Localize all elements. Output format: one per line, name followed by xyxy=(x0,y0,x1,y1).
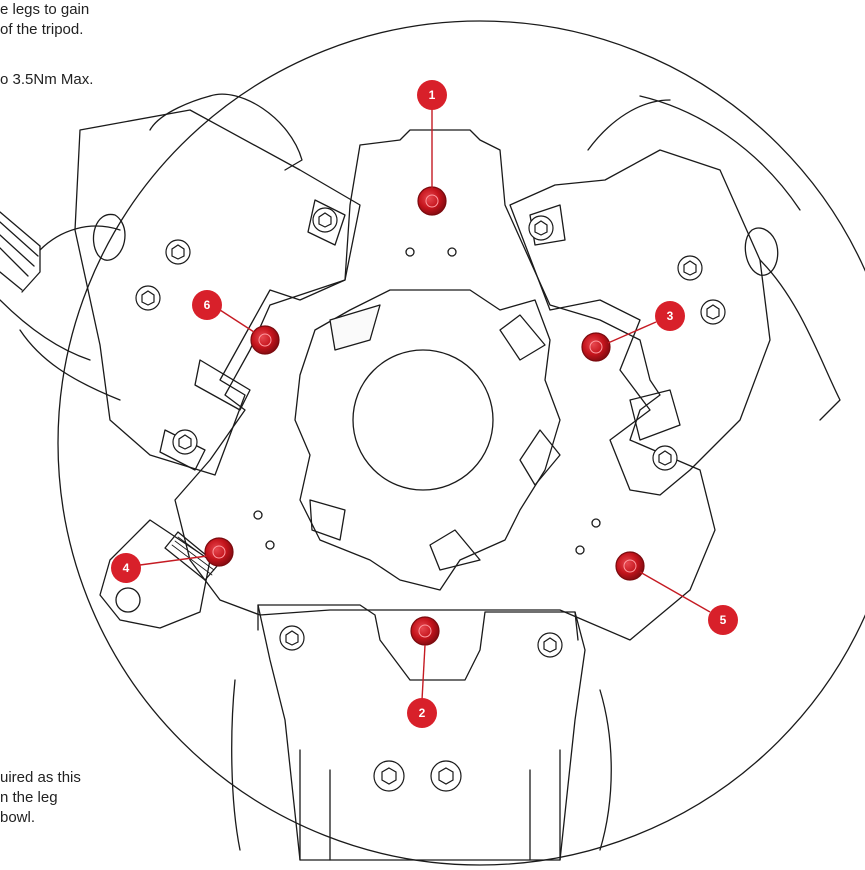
svg-text:1: 1 xyxy=(429,88,436,102)
red-bolt xyxy=(204,537,234,567)
note-text-line: uired as this xyxy=(0,769,81,786)
red-bolt xyxy=(615,551,645,581)
svg-text:5: 5 xyxy=(720,613,727,627)
handle-arm xyxy=(0,211,41,291)
callout-marker-1: 1 xyxy=(417,80,447,110)
hex-screw xyxy=(537,632,563,658)
svg-text:3: 3 xyxy=(667,309,674,323)
outer-bowl-circle xyxy=(57,20,865,866)
svg-text:2: 2 xyxy=(419,706,426,720)
hex-screw xyxy=(312,207,338,233)
instruction-text-line: e legs to gain xyxy=(0,1,90,18)
leader-line xyxy=(639,571,711,613)
callout-marker-5: 5 xyxy=(708,605,738,635)
hex-screw xyxy=(652,445,678,471)
hex-screw xyxy=(528,215,554,241)
central-hub xyxy=(294,289,561,591)
hex-screw xyxy=(279,625,305,651)
callout-marker-3: 3 xyxy=(655,301,685,331)
instruction-text-line: of the tripod. xyxy=(0,21,84,38)
leader-line xyxy=(139,555,208,566)
handle-arm xyxy=(21,245,41,293)
callout-marker-2: 2 xyxy=(407,698,437,728)
red-bolt xyxy=(417,186,447,216)
hex-screw xyxy=(165,239,191,265)
svg-text:6: 6 xyxy=(204,298,211,312)
torque-spec-text: o 3.5Nm Max. xyxy=(0,71,94,88)
hex-screw xyxy=(373,760,405,792)
leader-line xyxy=(219,309,255,333)
leg-bracket-top-left xyxy=(74,109,361,476)
central-plate xyxy=(174,129,716,641)
leg-bracket-bottom xyxy=(257,604,586,861)
red-bolt xyxy=(250,325,280,355)
svg-text:4: 4 xyxy=(123,561,130,575)
leg-bracket-top-right xyxy=(509,149,771,496)
red-bolt xyxy=(410,616,440,646)
center-hole xyxy=(352,349,494,491)
leader-line xyxy=(607,321,657,344)
hex-screw xyxy=(135,285,161,311)
hex-screw xyxy=(677,255,703,281)
hex-screw xyxy=(430,760,462,792)
hex-screw xyxy=(172,429,198,455)
note-text-line: n the leg xyxy=(0,789,58,806)
leader-line xyxy=(421,644,426,701)
callout-marker-4: 4 xyxy=(111,553,141,583)
bottom-left-tab xyxy=(99,519,211,629)
callout-marker-6: 6 xyxy=(192,290,222,320)
red-bolt xyxy=(581,332,611,362)
note-text-line: bowl. xyxy=(0,809,36,826)
hex-screw xyxy=(700,299,726,325)
